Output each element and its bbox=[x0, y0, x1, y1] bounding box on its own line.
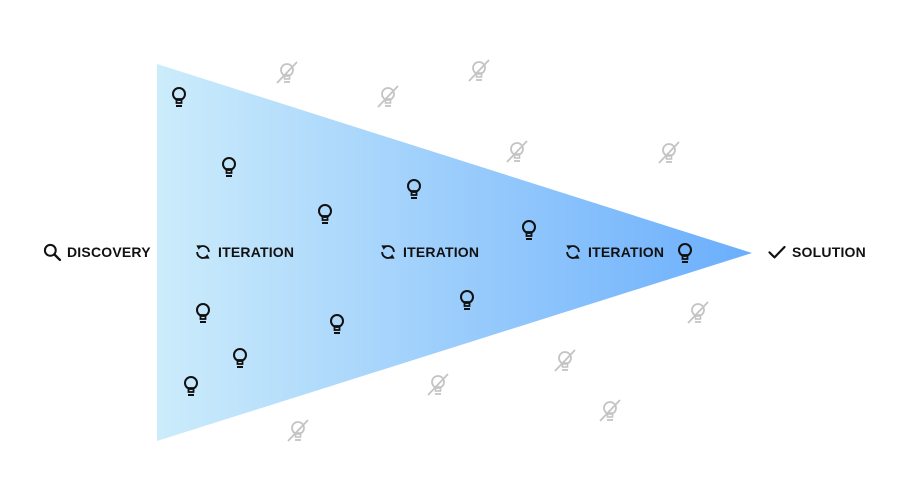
lightbulb-off-icon bbox=[377, 85, 399, 108]
lightbulb-off-icon bbox=[554, 349, 576, 372]
lightbulb-icon bbox=[522, 220, 536, 240]
lightbulb-icon bbox=[318, 204, 332, 224]
lightbulb-off-icon bbox=[276, 61, 298, 84]
lightbulb-off-icon bbox=[506, 140, 528, 163]
lightbulb-icon bbox=[196, 303, 210, 323]
refresh-icon bbox=[566, 245, 580, 259]
lightbulb-off-icon bbox=[287, 419, 309, 442]
funnel-triangle bbox=[157, 64, 752, 441]
lightbulb-icon bbox=[460, 290, 474, 310]
lightbulb-icon bbox=[678, 243, 692, 263]
lightbulb-icon bbox=[222, 157, 236, 177]
solution-label: SOLUTION bbox=[767, 242, 866, 262]
lightbulb-icon bbox=[330, 314, 344, 334]
lightbulb-off-icon bbox=[599, 399, 621, 422]
iteration-text-2: ITERATION bbox=[403, 244, 480, 260]
refresh-icon bbox=[381, 245, 395, 259]
checkmark-icon bbox=[768, 245, 786, 259]
refresh-icon bbox=[196, 245, 210, 259]
lightbulb-off-icon bbox=[468, 59, 490, 82]
iteration-text-1: ITERATION bbox=[218, 244, 295, 260]
iteration-label-3: ITERATION bbox=[563, 242, 664, 262]
lightbulb-off-icon bbox=[687, 301, 709, 324]
search-icon bbox=[43, 243, 62, 262]
iteration-label-2: ITERATION bbox=[378, 242, 479, 262]
lightbulb-off-icon bbox=[427, 373, 449, 396]
discovery-text: DISCOVERY bbox=[67, 244, 151, 260]
lightbulb-off-icon bbox=[658, 141, 680, 164]
iteration-text-3: ITERATION bbox=[588, 244, 665, 260]
lightbulb-icon bbox=[172, 87, 186, 107]
lightbulb-icon bbox=[233, 348, 247, 368]
lightbulb-icon bbox=[407, 179, 421, 199]
solution-text: SOLUTION bbox=[792, 244, 866, 260]
discovery-label: DISCOVERY bbox=[42, 242, 151, 262]
lightbulb-icon bbox=[184, 376, 198, 396]
iteration-label-1: ITERATION bbox=[193, 242, 294, 262]
